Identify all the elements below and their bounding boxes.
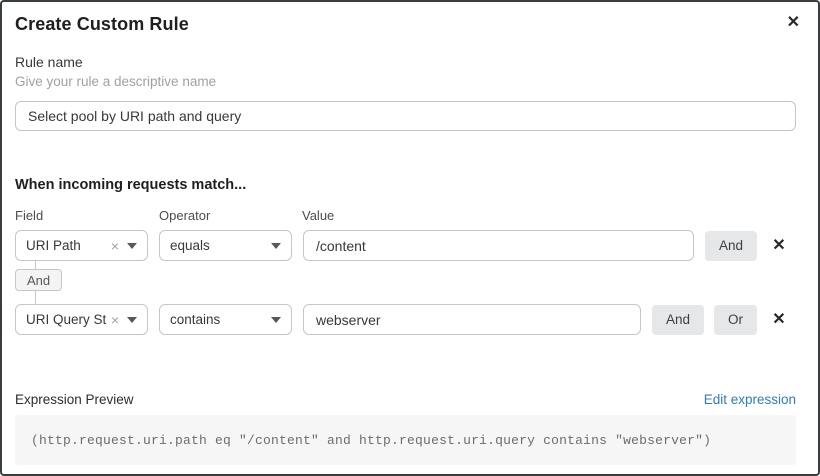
field-select[interactable]: URI Query St... ×	[15, 304, 148, 335]
condition-row: URI Query St... × contains And Or ✕	[15, 304, 796, 335]
operator-select-value: contains	[170, 312, 221, 327]
and-button[interactable]: And	[651, 304, 704, 335]
edit-expression-link[interactable]: Edit expression	[703, 392, 796, 407]
caret-down-icon	[271, 316, 281, 323]
and-button[interactable]: And	[704, 230, 757, 261]
value-column-label: Value	[302, 208, 335, 223]
condition-row: URI Path × equals And ✕	[15, 230, 796, 261]
clear-selection-icon[interactable]: ×	[110, 311, 119, 328]
clear-selection-icon[interactable]: ×	[110, 237, 119, 254]
field-column-label: Field	[15, 208, 44, 223]
rule-name-help-text: Give your rule a descriptive name	[15, 74, 217, 89]
expression-code-block: (http.request.uri.path eq "/content" and…	[15, 415, 796, 465]
expression-preview-label: Expression Preview	[15, 392, 134, 407]
operator-column-label: Operator	[159, 208, 211, 223]
condition-column-labels: Field Operator Value	[15, 208, 796, 223]
remove-condition-icon[interactable]: ✕	[762, 311, 796, 328]
expression-preview-header: Expression Preview Edit expression	[15, 392, 796, 407]
condition-connector: And	[15, 261, 796, 304]
caret-down-icon	[127, 316, 137, 323]
expression-code: (http.request.uri.path eq "/content" and…	[31, 432, 712, 448]
remove-condition-icon[interactable]: ✕	[762, 237, 796, 254]
caret-down-icon	[127, 242, 137, 249]
operator-select[interactable]: contains	[159, 304, 292, 335]
operator-select-value: equals	[170, 238, 210, 253]
value-input[interactable]	[303, 230, 694, 261]
value-input[interactable]	[303, 304, 641, 335]
operator-select[interactable]: equals	[159, 230, 292, 261]
or-button[interactable]: Or	[714, 304, 757, 335]
field-select-value: URI Path	[26, 238, 81, 253]
rule-name-section: Rule name Give your rule a descriptive n…	[15, 54, 796, 131]
dialog-title: Create Custom Rule	[15, 14, 189, 34]
rule-name-input[interactable]	[15, 101, 796, 131]
match-section-heading: When incoming requests match...	[15, 177, 247, 193]
caret-down-icon	[271, 242, 281, 249]
dialog-header: Create Custom Rule ✕	[15, 14, 800, 35]
close-icon[interactable]: ✕	[786, 14, 800, 31]
rule-name-label: Rule name	[15, 54, 83, 70]
field-select-value: URI Query St...	[26, 312, 107, 327]
field-select[interactable]: URI Path ×	[15, 230, 148, 261]
and-connector-badge: And	[15, 269, 63, 291]
